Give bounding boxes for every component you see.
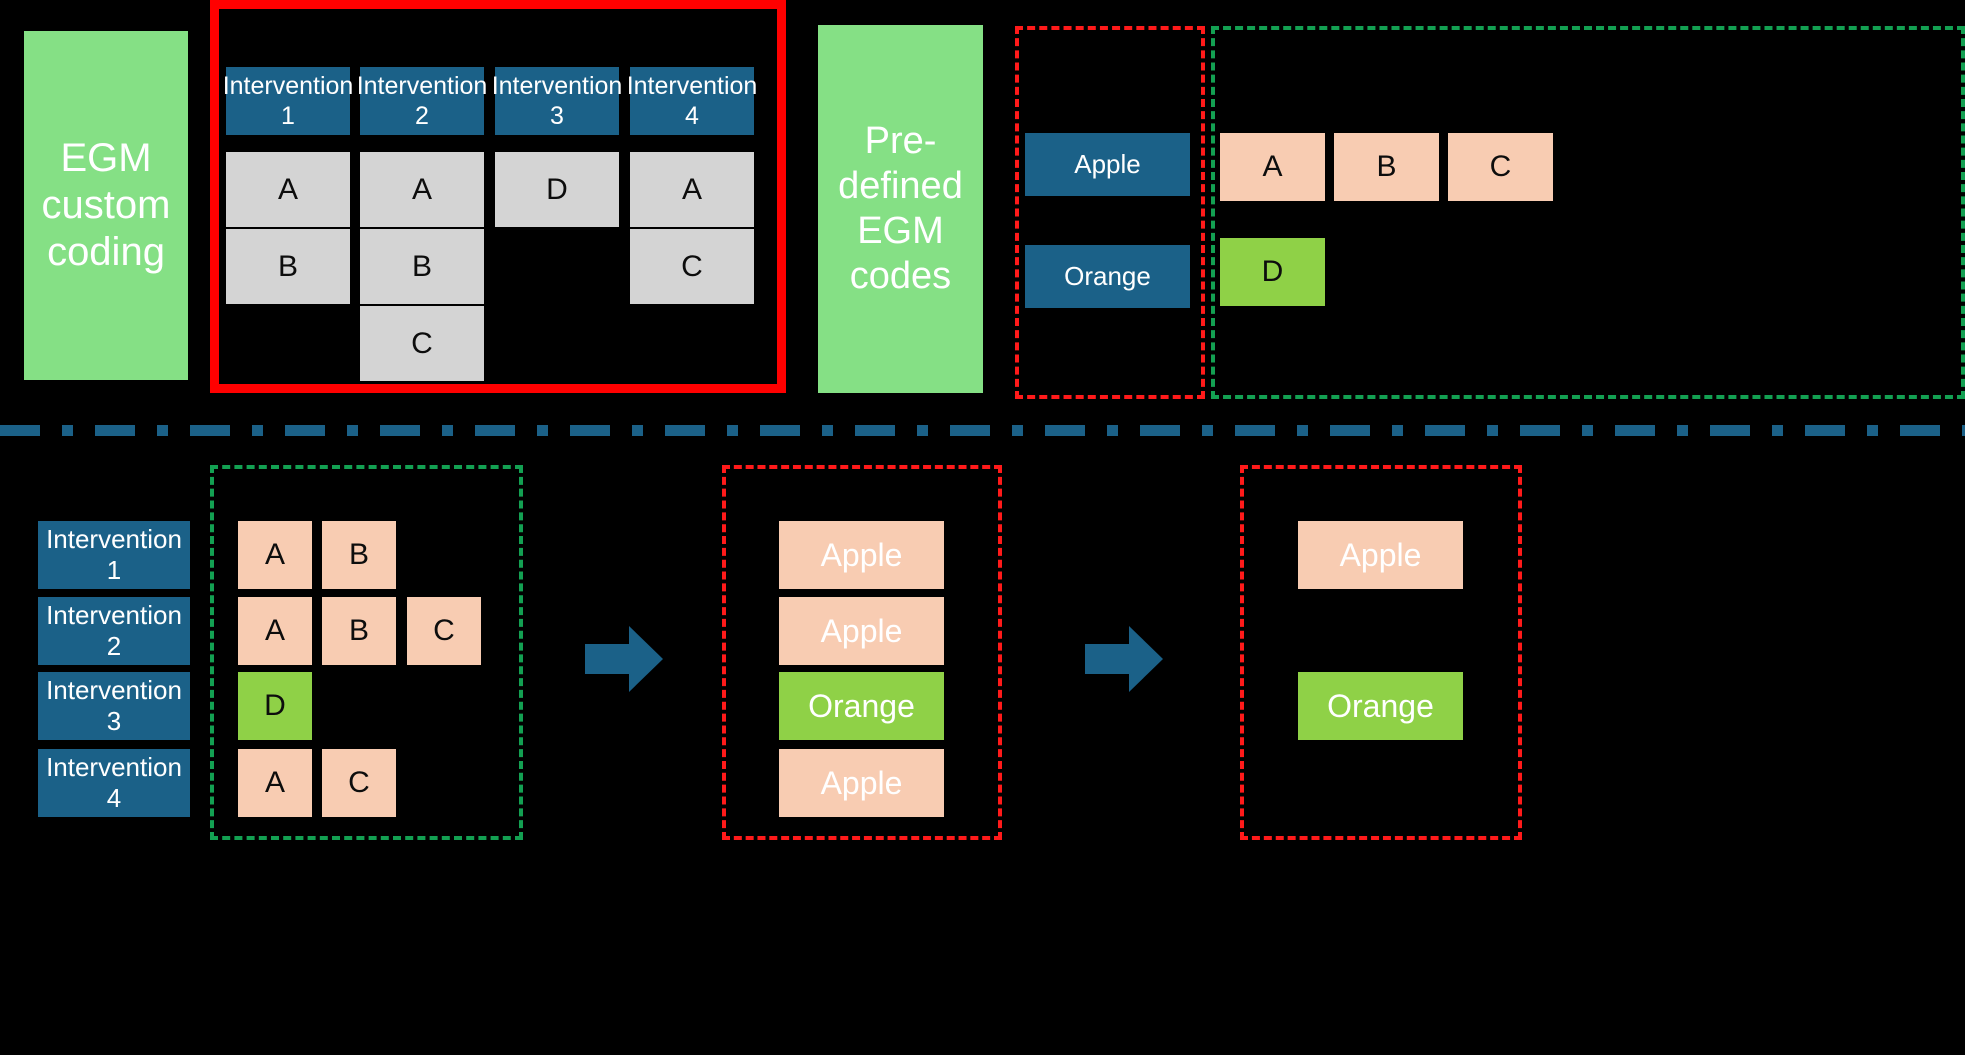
deduped-code-1-label: Apple (1339, 536, 1422, 573)
mapped-code-2-label: Apple (820, 612, 903, 649)
coded-cell-r1-c2: B (322, 521, 396, 589)
custom-cell-c1-r1: A (226, 152, 350, 227)
intervention-header-1-label: Intervention 1 (222, 72, 354, 130)
custom-cell-c2-r2-label: B (411, 249, 432, 283)
intervention-header-3: Intervention 3 (492, 67, 622, 135)
predefined-codes-outline (1015, 26, 1205, 399)
coded-cell-r1-c2-label: B (348, 538, 369, 571)
bottom-intervention-3-label: Intervention 3 (46, 674, 182, 736)
bottom-intervention-1: Intervention 1 (38, 521, 190, 589)
mapped-codes-outline (722, 465, 1002, 840)
mapped-code-3-label: Orange (808, 687, 915, 724)
custom-cell-c2-r1: A (360, 152, 484, 227)
right-arrow-icon-1 (585, 626, 663, 692)
intervention-header-1: Intervention 1 (223, 67, 353, 135)
mapped-code-4-label: Apple (820, 764, 903, 801)
intervention-header-2-label: Intervention 2 (356, 72, 488, 130)
right-arrow-icon-2 (1085, 626, 1163, 692)
predefined-children-outline (1211, 26, 1965, 399)
coded-cell-r2-c1-label: A (264, 614, 285, 647)
intervention-header-3-label: Intervention 3 (491, 72, 623, 130)
custom-cell-c2-r2: B (360, 229, 484, 304)
coded-cell-r4-c1: A (238, 749, 312, 817)
predefined-code-orange: Orange (1025, 245, 1190, 308)
predefined-child-d: D (1220, 238, 1325, 306)
coded-cell-r4-c1-label: A (264, 766, 285, 799)
custom-cell-c4-r2-label: C (681, 249, 703, 283)
mapped-code-1-label: Apple (820, 536, 903, 573)
mapped-code-4: Apple (779, 749, 944, 817)
coded-cell-r4-c2-label: C (348, 766, 370, 799)
egm-custom-coding-panel: EGM custom coding (24, 31, 188, 380)
bottom-intervention-1-label: Intervention 1 (46, 523, 182, 585)
coded-cell-r3-c1: D (238, 672, 312, 740)
custom-cell-c3-r1: D (495, 152, 619, 227)
bottom-intervention-2: Intervention 2 (38, 597, 190, 665)
custom-cell-c4-r1: A (630, 152, 754, 227)
custom-cell-c4-r2: C (630, 229, 754, 304)
intervention-header-4: Intervention 4 (627, 67, 757, 135)
intervention-header-4-label: Intervention 4 (626, 72, 758, 130)
custom-cell-c3-r1-label: D (546, 172, 568, 206)
predefined-child-a: A (1220, 133, 1325, 201)
predefined-code-apple-label: Apple (1074, 148, 1141, 179)
predefined-code-orange-label: Orange (1064, 260, 1151, 291)
coded-cell-r3-c1-label: D (264, 689, 286, 722)
custom-coding-highlight-box (210, 0, 786, 393)
mapped-code-1: Apple (779, 521, 944, 589)
coded-cells-outline (210, 465, 523, 840)
mapped-code-2: Apple (779, 597, 944, 665)
egm-custom-coding-label: EGM custom coding (41, 135, 171, 275)
predefined-egm-codes-label: Pre- defined EGM codes (838, 120, 963, 297)
coded-cell-r2-c2: B (322, 597, 396, 665)
bottom-intervention-4-label: Intervention 4 (46, 751, 182, 813)
predefined-child-b-label: B (1376, 150, 1397, 183)
deduped-code-2: Orange (1298, 672, 1463, 740)
predefined-child-c-label: C (1489, 150, 1512, 183)
predefined-code-apple: Apple (1025, 133, 1190, 196)
custom-cell-c2-r1-label: A (411, 172, 432, 206)
custom-cell-c1-r2: B (226, 229, 350, 304)
coded-cell-r2-c3: C (407, 597, 481, 665)
custom-cell-c4-r1-label: A (681, 172, 702, 206)
mapped-code-3: Orange (779, 672, 944, 740)
section-divider (0, 424, 1965, 436)
coded-cell-r1-c1-label: A (264, 538, 285, 571)
predefined-child-a-label: A (1262, 150, 1283, 183)
custom-cell-c2-r3-label: C (411, 326, 433, 360)
custom-cell-c1-r2-label: B (277, 249, 298, 283)
coded-cell-r2-c3-label: C (433, 614, 455, 647)
bottom-intervention-2-label: Intervention 2 (46, 599, 182, 661)
predefined-egm-codes-panel: Pre- defined EGM codes (818, 25, 983, 393)
deduped-code-2-label: Orange (1327, 687, 1434, 724)
custom-cell-c2-r3: C (360, 306, 484, 381)
deduped-codes-outline (1240, 465, 1522, 840)
deduped-code-1: Apple (1298, 521, 1463, 589)
bottom-intervention-4: Intervention 4 (38, 749, 190, 817)
coded-cell-r1-c1: A (238, 521, 312, 589)
coded-cell-r2-c1: A (238, 597, 312, 665)
predefined-child-d-label: D (1261, 255, 1284, 288)
custom-cell-c1-r1-label: A (277, 172, 298, 206)
intervention-header-2: Intervention 2 (357, 67, 487, 135)
coded-cell-r2-c2-label: B (348, 614, 369, 647)
predefined-child-b: B (1334, 133, 1439, 201)
bottom-intervention-3: Intervention 3 (38, 672, 190, 740)
predefined-child-c: C (1448, 133, 1553, 201)
coded-cell-r4-c2: C (322, 749, 396, 817)
